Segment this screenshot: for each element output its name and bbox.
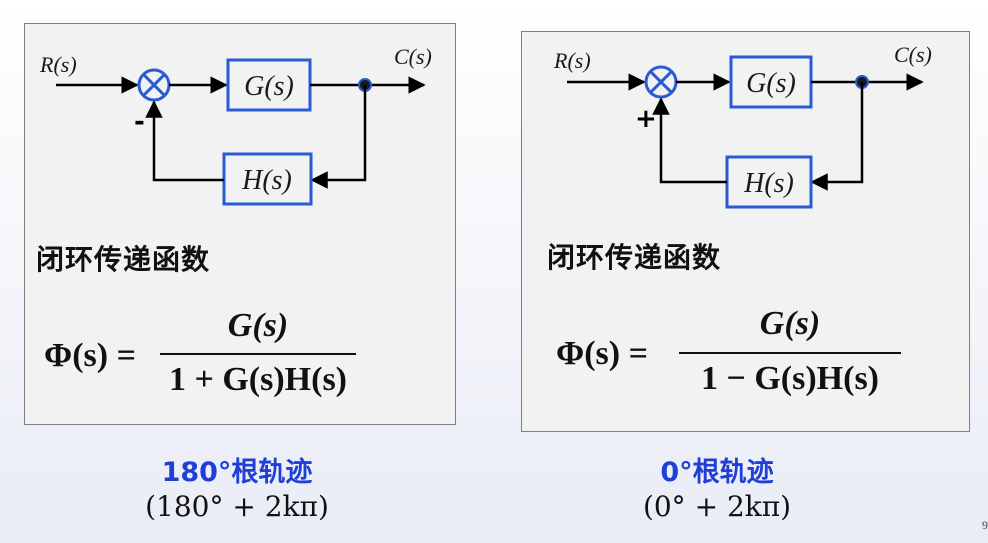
block-diagram: G(s) H(s) R(s) C(s) + <box>553 42 932 209</box>
feedback-arrow-in <box>310 85 367 189</box>
feedback-arrow-in <box>810 82 864 191</box>
panel-negative-feedback: G(s) H(s) R(s) C(s) - 闭环传递函数 Φ(s) = G(s)… <box>24 23 456 523</box>
root-locus-title: 0°根轨迹 <box>660 457 774 488</box>
root-locus-title: 180°根轨迹 <box>161 457 313 488</box>
summing-junction <box>644 65 678 99</box>
input-label: R(s) <box>553 48 591 73</box>
root-locus-angle: (0° + 2kπ) <box>642 490 792 523</box>
closed-loop-heading: 闭环传递函数 <box>547 241 722 274</box>
feedback-arrow-out <box>652 97 727 184</box>
feedback-sign: - <box>134 107 145 137</box>
forward-block <box>729 55 813 109</box>
formula-lhs: Φ(s) = <box>556 335 648 372</box>
feedback-block-label: H(s) <box>743 168 794 199</box>
feedback-block-label: H(s) <box>241 165 292 196</box>
summing-junction <box>137 68 171 102</box>
formula-denominator: 1 + G(s)H(s) <box>168 361 348 398</box>
feedback-sign: + <box>635 104 657 134</box>
page-number: 9 <box>982 518 988 532</box>
block-diagram: G(s) H(s) R(s) C(s) - <box>39 44 432 206</box>
fraction-bar <box>679 352 901 354</box>
feedback-arrow-out <box>145 100 224 182</box>
formula-numerator: G(s) <box>759 305 821 342</box>
panel-positive-feedback: G(s) H(s) R(s) C(s) + 闭环传递函数 Φ(s) = G(s)… <box>494 0 988 543</box>
formula-denominator: 1 − G(s)H(s) <box>700 360 880 397</box>
output-label: C(s) <box>894 42 932 67</box>
output-label: C(s) <box>394 44 432 69</box>
forward-block-label: G(s) <box>244 71 294 102</box>
root-locus-angle: (180° + 2kπ) <box>145 490 329 523</box>
formula-numerator: G(s) <box>227 307 289 344</box>
closed-loop-heading: 闭环传递函数 <box>36 243 211 276</box>
forward-block-label: G(s) <box>746 68 796 99</box>
input-label: R(s) <box>39 52 77 77</box>
fraction-bar <box>160 353 356 355</box>
forward-block <box>226 58 312 112</box>
formula-lhs: Φ(s) = <box>44 337 136 374</box>
